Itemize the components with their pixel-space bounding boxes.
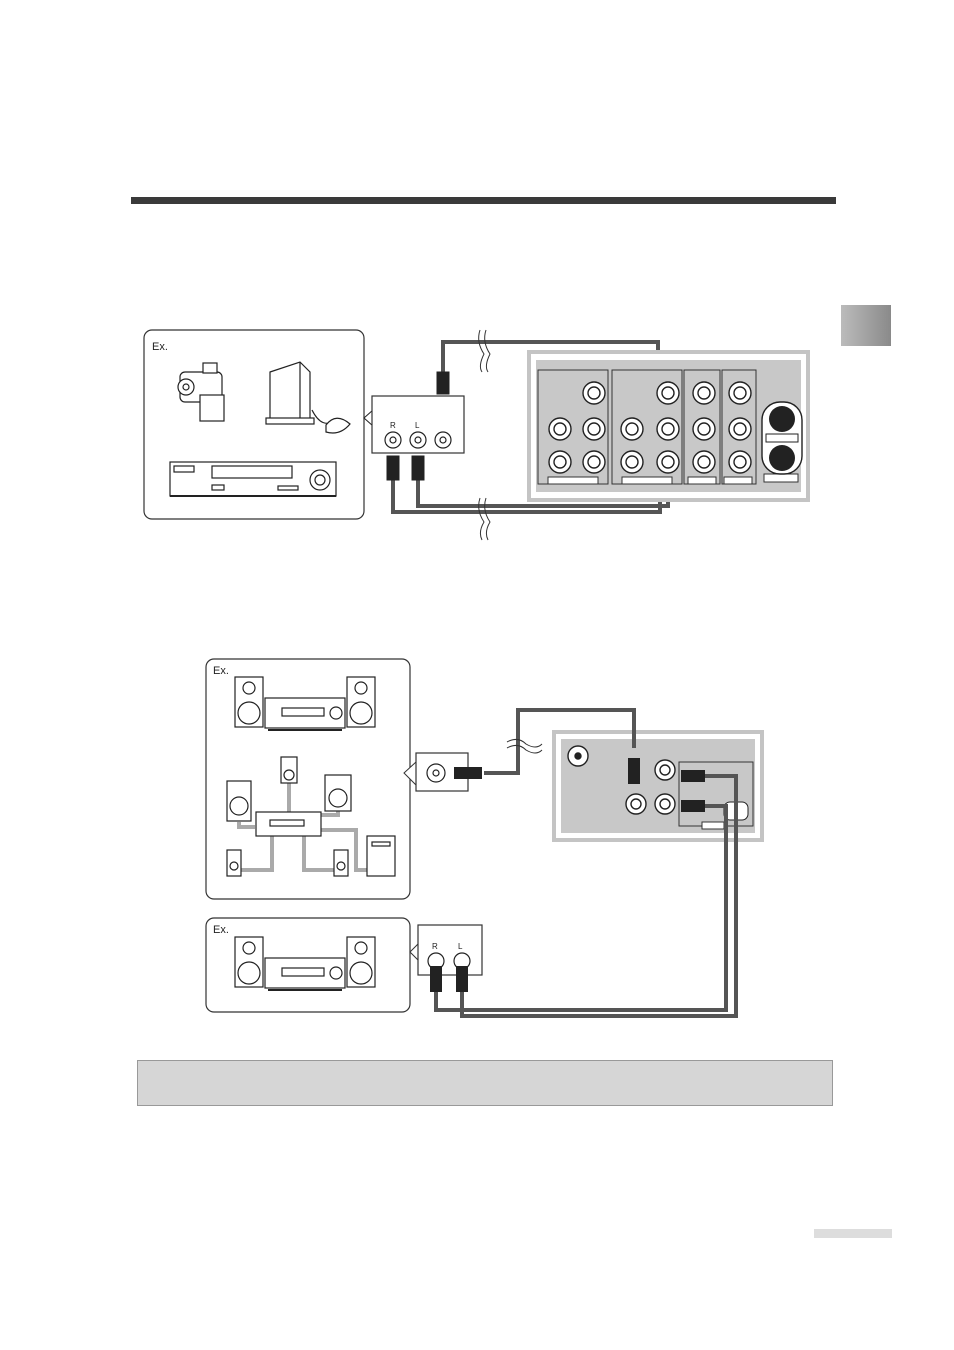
ex-label: Ex. bbox=[152, 341, 168, 353]
vcr-icon bbox=[170, 462, 336, 496]
bottom-figure: Ex. R L bbox=[206, 918, 482, 1012]
jack-label-r: R bbox=[390, 421, 396, 430]
jack-label-r: R bbox=[432, 942, 438, 951]
jack-label-l: L bbox=[458, 942, 463, 951]
top-figure: Ex. bbox=[144, 330, 808, 540]
jack-label-l: L bbox=[415, 421, 420, 430]
analog-audio-input-panel bbox=[418, 925, 482, 975]
s-video-jack-icon bbox=[762, 402, 802, 474]
ex-label: Ex. bbox=[213, 924, 229, 936]
ex-label: Ex. bbox=[213, 665, 229, 677]
